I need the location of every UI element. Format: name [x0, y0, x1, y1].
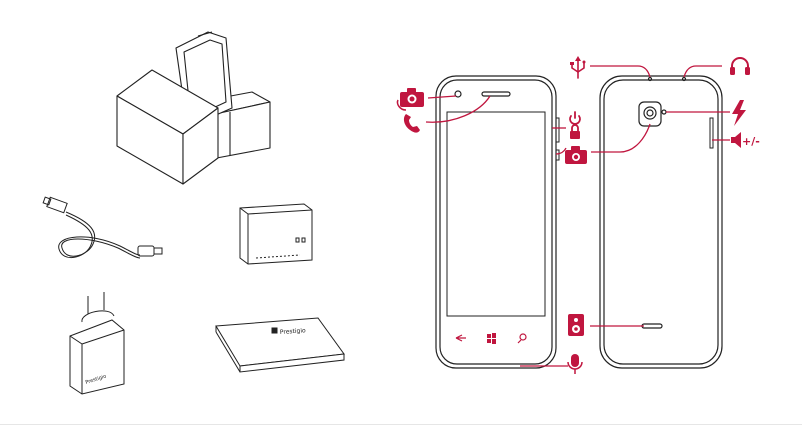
- usb-icon: [570, 56, 586, 79]
- usb-cable-icon: [42, 196, 163, 259]
- phone-receiver-icon: [403, 114, 420, 133]
- volume-label: +/-: [742, 135, 760, 148]
- box-icon: [116, 31, 271, 185]
- volume-icon: +/-: [731, 132, 760, 148]
- manual-brand-label: Prestigio: [280, 327, 307, 336]
- front-camera-icon: [396, 88, 424, 111]
- flash-icon: [732, 100, 746, 126]
- start-key-icon: [487, 333, 496, 344]
- phone-front: [435, 75, 560, 369]
- nav-keys: [455, 333, 527, 344]
- search-key-icon: [517, 333, 527, 344]
- front-camera-lens: [454, 90, 462, 98]
- charger-icon: Prestigio: [69, 292, 125, 395]
- battery-icon: [239, 203, 313, 265]
- speaker-icon: [568, 314, 584, 336]
- headphone-icon: [730, 57, 750, 75]
- lock-icon: [570, 124, 580, 139]
- camera-icon: [565, 146, 587, 164]
- front-callout-lines: [425, 95, 568, 367]
- back-callout-lines: [590, 65, 730, 327]
- back-key-icon: [455, 334, 466, 342]
- manual-icon: Prestigio: [215, 317, 345, 373]
- microphone-icon: [567, 354, 583, 374]
- power-icon: [569, 111, 581, 125]
- page-divider: [0, 424, 802, 425]
- phone-back: [599, 75, 723, 369]
